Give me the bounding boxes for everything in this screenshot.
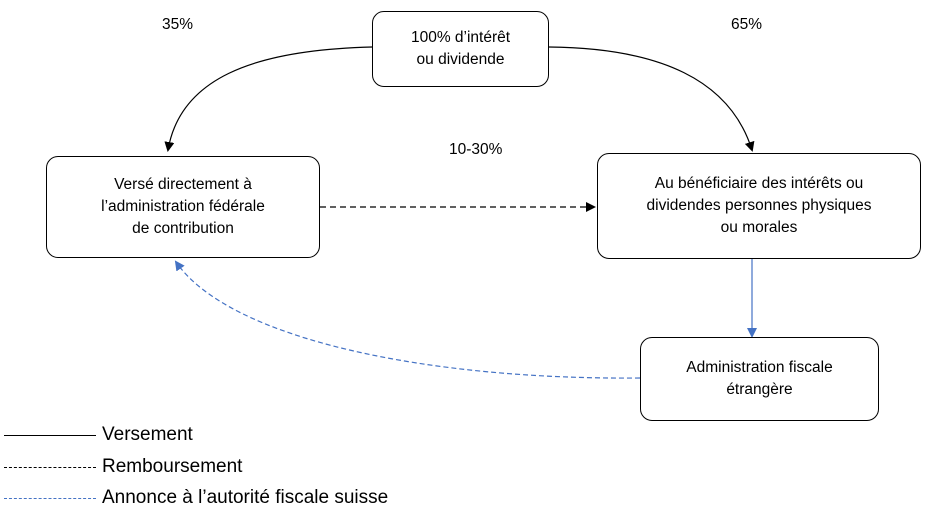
node-beneficiary: Au bénéficiaire des intérêts ou dividend… bbox=[597, 153, 921, 259]
legend-swatch-solid bbox=[4, 434, 96, 436]
legend-label: Versement bbox=[102, 424, 193, 445]
node-interest-dividend: 100% d’intérêt ou dividende bbox=[372, 11, 549, 87]
legend-swatch-dashed-black bbox=[4, 466, 96, 468]
percentage-refund: 10-30% bbox=[449, 141, 503, 158]
legend-swatch-dashed-blue bbox=[4, 497, 96, 499]
node-foreign-tax-administration: Administration fiscale étrangère bbox=[640, 337, 879, 421]
edge-top-to-right bbox=[548, 46, 755, 152]
edge-foreign-to-left bbox=[174, 260, 641, 379]
legend-item-announcement: Annonce à l’autorité fiscale suisse bbox=[4, 485, 388, 511]
percentage-left-share: 35% bbox=[162, 16, 194, 33]
percentage-right-share: 65% bbox=[731, 16, 763, 33]
node-federal-administration: Versé directement à l’administration féd… bbox=[46, 156, 320, 258]
legend-label: Annonce à l’autorité fiscale suisse bbox=[102, 487, 389, 508]
legend-item-refund: Remboursement bbox=[4, 454, 242, 480]
legend-label: Remboursement bbox=[102, 456, 243, 477]
legend-item-payment: Versement bbox=[4, 422, 193, 448]
edge-top-to-left bbox=[164, 46, 373, 152]
